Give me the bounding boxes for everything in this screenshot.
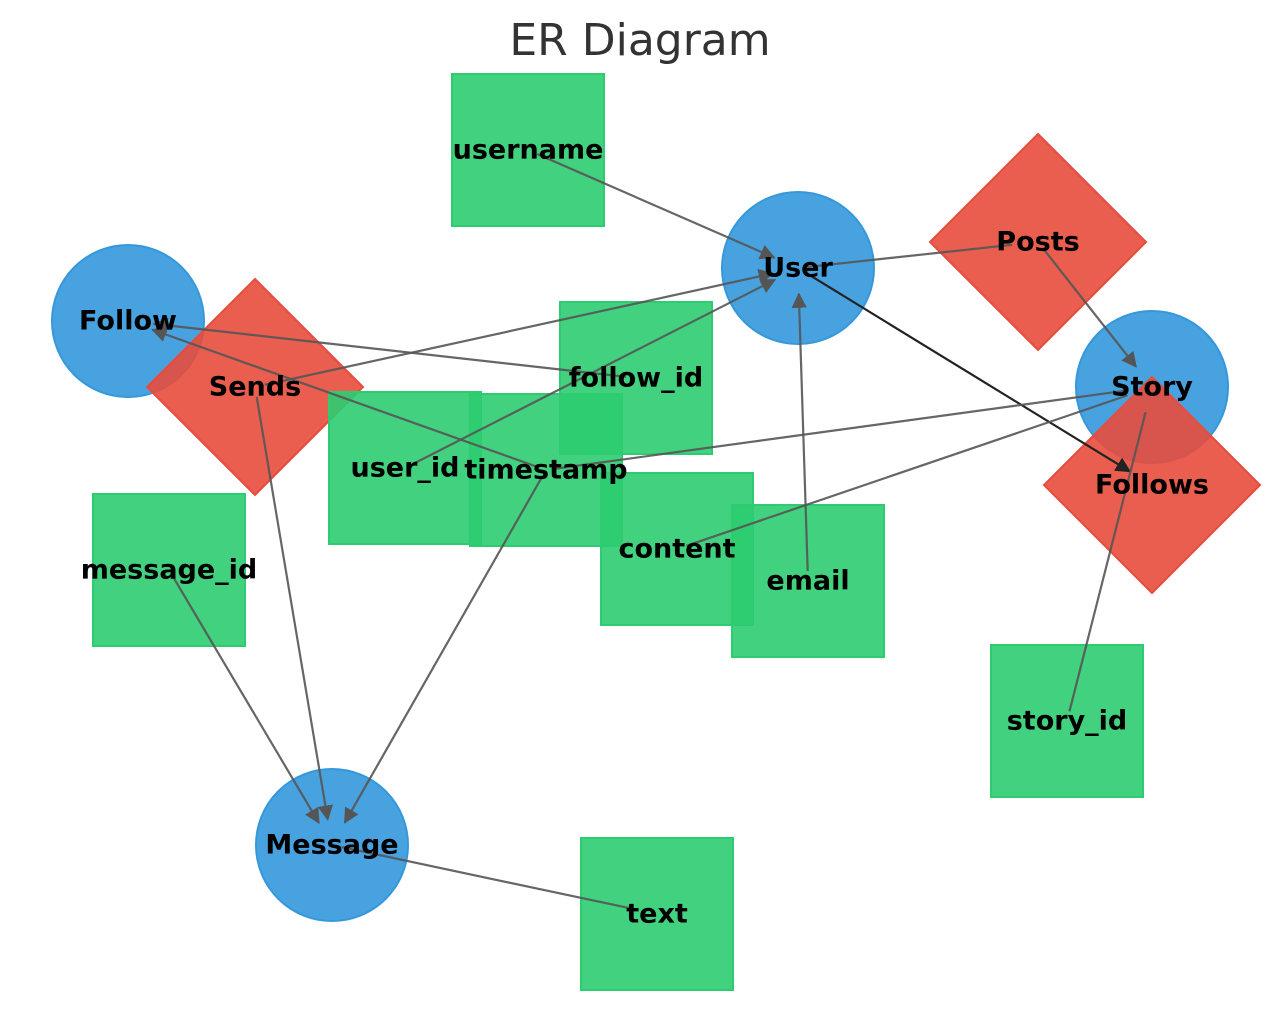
- entity-label-user: User: [763, 253, 833, 284]
- attribute-label-text: text: [626, 899, 688, 930]
- attribute-shape-username: [451, 73, 605, 227]
- edge-user-to-follows: [805, 272, 1132, 473]
- diagram-title: ER Diagram: [509, 15, 770, 66]
- relationship-shape-sends: [145, 277, 365, 497]
- attribute-label-timestamp: timestamp: [464, 455, 627, 486]
- edge-story-id-to-story: [1068, 411, 1147, 712]
- edge-content-to-story: [686, 394, 1128, 547]
- attribute-shape-text: [580, 837, 734, 991]
- attribute-shape-story-id: [990, 644, 1144, 798]
- attribute-label-content: content: [618, 534, 735, 565]
- edge-posts-to-story: [1043, 249, 1137, 368]
- edge-email-to-user: [791, 292, 809, 572]
- attribute-label-email: email: [766, 566, 849, 597]
- attribute-label-follow-id: follow_id: [569, 363, 703, 394]
- attribute-shape-timestamp: [469, 393, 623, 547]
- relationship-label-follows: Follows: [1095, 470, 1209, 501]
- edge-sends-to-user: [264, 269, 775, 386]
- attribute-shape-email: [731, 504, 885, 658]
- entity-shape-user: [721, 191, 875, 345]
- edge-message-id-to-message: [173, 578, 320, 824]
- edge-follow-id-to-follow: [152, 317, 627, 378]
- edge-timestamp-to-message: [343, 478, 542, 824]
- entity-label-follow: Follow: [79, 306, 177, 337]
- relationship-shape-follows: [1042, 375, 1262, 595]
- edge-user-id-to-user: [413, 278, 777, 465]
- relationship-shape-posts: [928, 132, 1148, 352]
- attribute-shape-message-id: [92, 493, 246, 647]
- edge-sends-to-message: [255, 396, 333, 821]
- edge-user-to-posts: [807, 243, 1013, 269]
- entity-shape-follow: [51, 244, 205, 398]
- attribute-label-user-id: user_id: [350, 453, 459, 484]
- relationship-label-posts: Posts: [996, 227, 1079, 258]
- entity-label-story: Story: [1111, 372, 1193, 403]
- edges: [151, 152, 1147, 910]
- attribute-shape-user-id: [328, 391, 482, 545]
- edge-username-to-user: [536, 152, 776, 260]
- edge-timestamp-to-follow: [151, 327, 537, 468]
- edge-message-to-text: [341, 846, 632, 910]
- attribute-label-username: username: [453, 135, 604, 166]
- edge-timestamp-to-story: [555, 389, 1127, 470]
- node-shapes: [51, 73, 1262, 991]
- attribute-label-story-id: story_id: [1007, 706, 1128, 737]
- attribute-label-message-id: message_id: [81, 555, 258, 586]
- relationship-label-sends: Sends: [209, 372, 301, 403]
- entity-label-message: Message: [265, 830, 398, 861]
- entity-shape-message: [255, 768, 409, 922]
